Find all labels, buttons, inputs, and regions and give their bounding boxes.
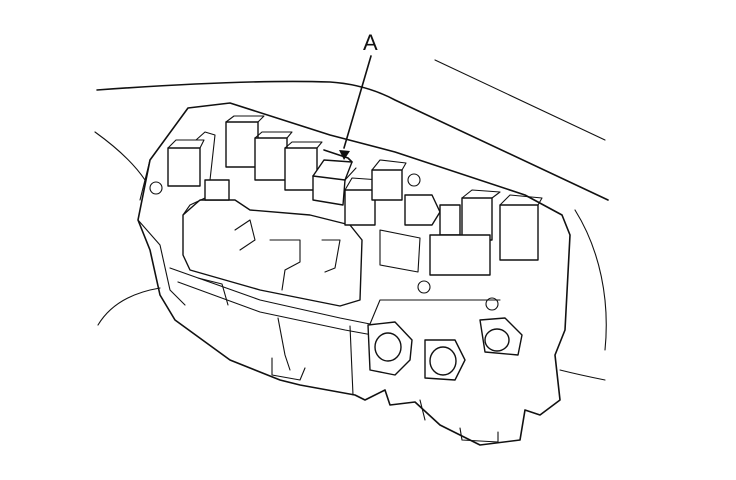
relay-row-top <box>225 115 323 191</box>
callout-a: A <box>339 30 378 160</box>
arrowhead-icon <box>339 150 350 160</box>
callout-label: A <box>363 30 378 55</box>
fuse-cluster <box>379 173 543 311</box>
cover-block <box>182 197 363 307</box>
terminal-posts <box>367 317 523 381</box>
relay-a <box>312 149 357 206</box>
relay-row-right <box>344 159 407 226</box>
body-panel-lines <box>94 59 609 381</box>
left-connectors <box>149 131 230 201</box>
mounting-tabs <box>197 277 499 443</box>
